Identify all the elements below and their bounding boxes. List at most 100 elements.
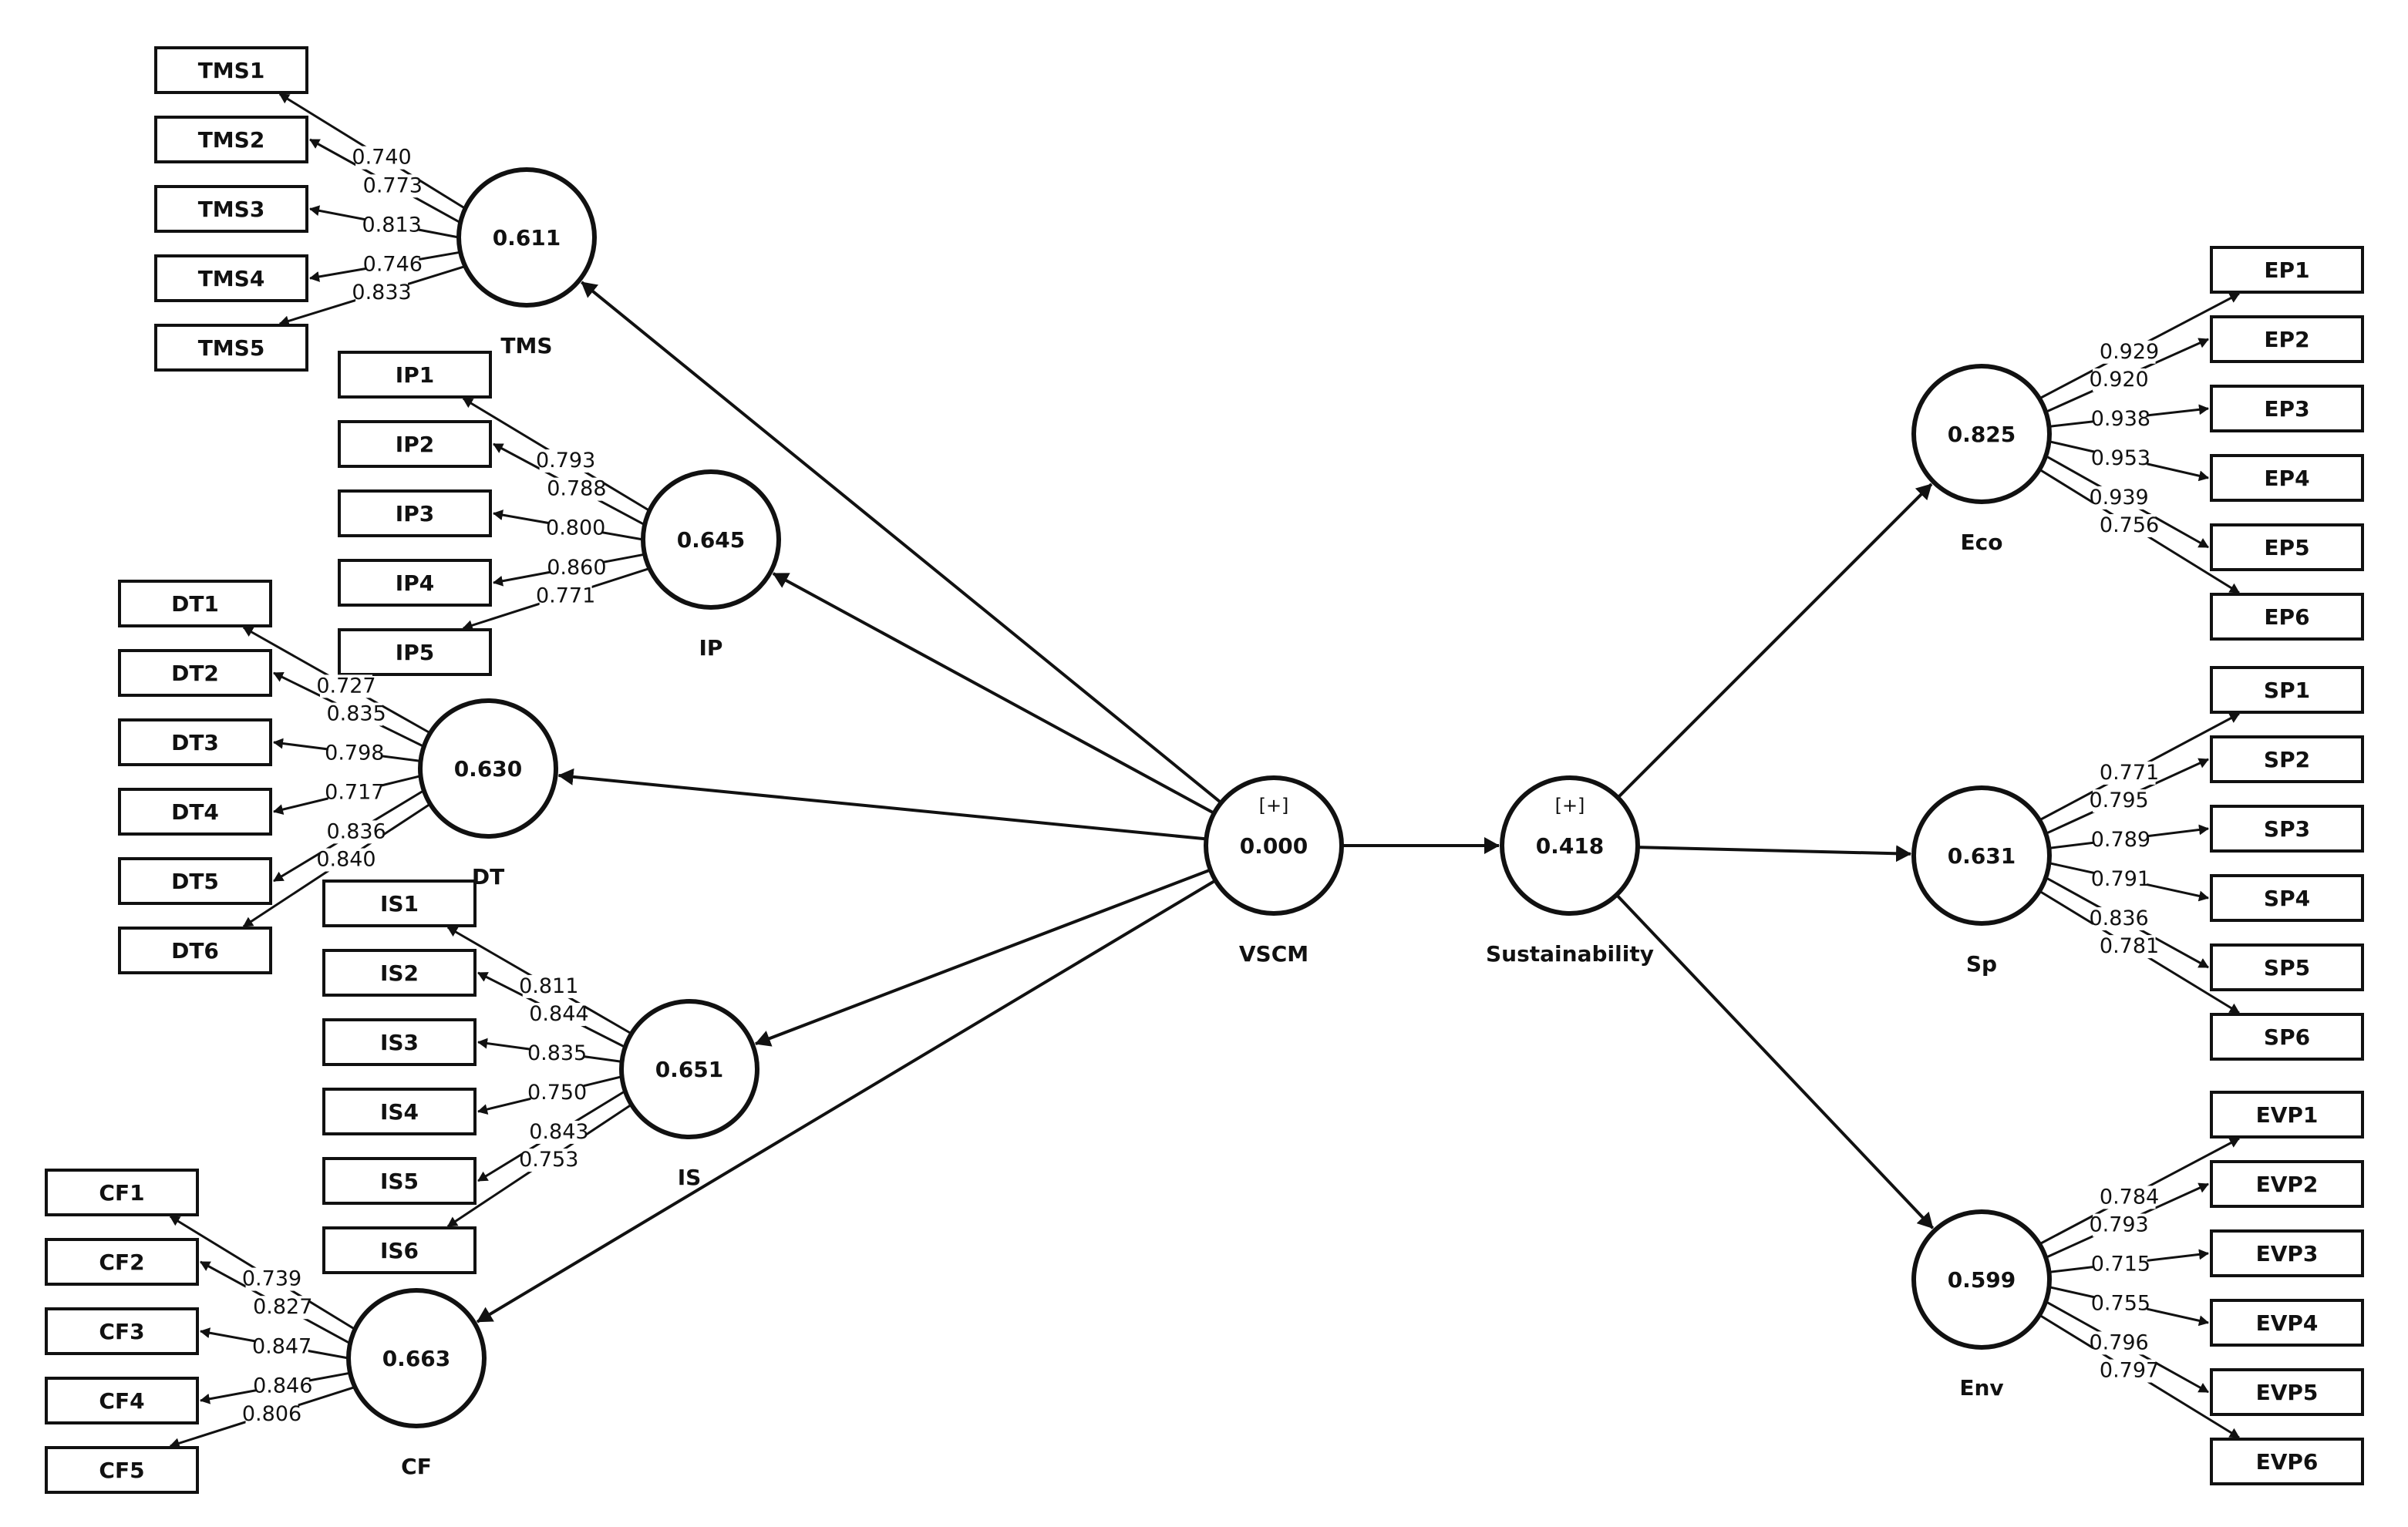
- indicator-sp5[interactable]: SP5: [2210, 943, 2364, 991]
- construct-value: 0.599: [1948, 1267, 2016, 1293]
- indicator-cf2[interactable]: CF2: [45, 1238, 199, 1286]
- indicator-sp3[interactable]: SP3: [2210, 805, 2364, 853]
- indicator-is5[interactable]: IS5: [322, 1157, 477, 1205]
- indicator-ip4[interactable]: IP4: [338, 559, 492, 607]
- indicator-tms1[interactable]: TMS1: [154, 46, 308, 94]
- indicator-dt1[interactable]: DT1: [118, 580, 272, 627]
- indicator-ep6[interactable]: EP6: [2210, 593, 2364, 641]
- indicator-label: IP2: [396, 432, 434, 457]
- construct-value: 0.651: [655, 1057, 724, 1082]
- indicator-tms5[interactable]: TMS5: [154, 324, 308, 372]
- path-vscm-to-ip: [772, 572, 1215, 815]
- indicator-label: IP3: [396, 501, 434, 526]
- indicator-ep5[interactable]: EP5: [2210, 523, 2364, 571]
- indicator-cf5[interactable]: CF5: [45, 1446, 199, 1494]
- indicator-ep2[interactable]: EP2: [2210, 315, 2364, 363]
- construct-name: VSCM: [1239, 941, 1308, 967]
- indicator-is2[interactable]: IS2: [322, 949, 477, 997]
- loading-value: 0.793: [536, 449, 595, 473]
- path-vscm-to-is: [754, 868, 1211, 1047]
- indicator-sp1[interactable]: SP1: [2210, 666, 2364, 714]
- expand-toggle[interactable]: [+]: [1555, 795, 1585, 816]
- indicator-label: IS6: [380, 1238, 419, 1263]
- indicator-sp2[interactable]: SP2: [2210, 735, 2364, 783]
- indicator-label: EVP6: [2256, 1449, 2319, 1475]
- loading-value: 0.746: [363, 252, 423, 276]
- indicator-ep3[interactable]: EP3: [2210, 385, 2364, 432]
- indicator-label: SP5: [2264, 955, 2310, 980]
- indicator-evp1[interactable]: EVP1: [2210, 1091, 2364, 1139]
- indicator-dt2[interactable]: DT2: [118, 649, 272, 697]
- indicator-label: CF1: [99, 1180, 144, 1206]
- path-vscm-to-cf: [476, 879, 1217, 1324]
- indicator-label: EVP2: [2256, 1172, 2319, 1197]
- indicator-dt3[interactable]: DT3: [118, 718, 272, 766]
- indicator-label: SP1: [2264, 678, 2310, 703]
- indicator-dt6[interactable]: DT6: [118, 927, 272, 974]
- structural-paths: [476, 281, 1935, 1324]
- indicator-ip3[interactable]: IP3: [338, 489, 492, 537]
- indicator-dt4[interactable]: DT4: [118, 788, 272, 836]
- loading-value: 0.836: [326, 819, 386, 843]
- indicator-dt5[interactable]: DT5: [118, 857, 272, 905]
- indicator-label: CF3: [99, 1319, 144, 1344]
- indicator-ep1[interactable]: EP1: [2210, 246, 2364, 294]
- loading-value: 0.939: [2089, 486, 2148, 510]
- indicator-tms2[interactable]: TMS2: [154, 116, 308, 163]
- indicator-is3[interactable]: IS3: [322, 1018, 477, 1066]
- indicator-cf3[interactable]: CF3: [45, 1307, 199, 1355]
- indicator-label: EP3: [2264, 396, 2309, 422]
- indicator-evp4[interactable]: EVP4: [2210, 1299, 2364, 1347]
- indicator-is1[interactable]: IS1: [322, 880, 477, 927]
- indicator-tms4[interactable]: TMS4: [154, 254, 308, 302]
- indicator-label: CF4: [99, 1388, 144, 1414]
- indicator-sp6[interactable]: SP6: [2210, 1013, 2364, 1061]
- expand-toggle[interactable]: [+]: [1259, 795, 1289, 816]
- loading-labels: 0.7400.7730.8130.7460.8330.7930.7880.800…: [242, 146, 2159, 1426]
- indicator-label: DT3: [171, 730, 219, 755]
- loading-value: 0.793: [2089, 1213, 2148, 1237]
- indicator-label: EVP1: [2256, 1102, 2319, 1128]
- construct-value: 0.630: [454, 756, 523, 782]
- indicator-label: IP5: [396, 640, 434, 665]
- indicator-is6[interactable]: IS6: [322, 1226, 477, 1274]
- indicator-is4[interactable]: IS4: [322, 1088, 477, 1135]
- path-sustainability-to-eco: [1616, 483, 1933, 799]
- loading-value: 0.847: [252, 1334, 312, 1358]
- construct-vscm[interactable]: 0.000[+]VSCM: [1204, 775, 1344, 967]
- loading-value: 0.953: [2091, 446, 2150, 470]
- indicator-ip2[interactable]: IP2: [338, 420, 492, 468]
- loading-value: 0.727: [316, 674, 376, 698]
- indicator-sp4[interactable]: SP4: [2210, 874, 2364, 922]
- indicator-label: TMS4: [198, 266, 265, 291]
- indicator-evp6[interactable]: EVP6: [2210, 1438, 2364, 1485]
- indicator-label: EVP5: [2256, 1380, 2319, 1405]
- indicator-label: SP6: [2264, 1024, 2310, 1050]
- indicator-ep4[interactable]: EP4: [2210, 454, 2364, 502]
- loading-value: 0.750: [527, 1081, 587, 1105]
- indicator-tms3[interactable]: TMS3: [154, 185, 308, 233]
- indicator-cf4[interactable]: CF4: [45, 1377, 199, 1424]
- indicator-ip1[interactable]: IP1: [338, 351, 492, 399]
- indicator-evp5[interactable]: EVP5: [2210, 1368, 2364, 1416]
- indicator-label: DT5: [171, 869, 219, 894]
- construct-sustainability[interactable]: 0.418[+]Sustainability: [1486, 775, 1654, 967]
- indicator-label: EP6: [2264, 604, 2309, 630]
- indicator-ip5[interactable]: IP5: [338, 628, 492, 676]
- indicator-evp2[interactable]: EVP2: [2210, 1160, 2364, 1208]
- indicator-label: TMS2: [198, 127, 265, 153]
- indicator-label: EVP3: [2256, 1241, 2319, 1266]
- loading-value: 0.771: [536, 584, 595, 607]
- indicator-evp3[interactable]: EVP3: [2210, 1229, 2364, 1277]
- indicator-label: IS4: [380, 1099, 419, 1125]
- construct-name: Sustainability: [1486, 941, 1654, 967]
- indicator-cf1[interactable]: CF1: [45, 1169, 199, 1216]
